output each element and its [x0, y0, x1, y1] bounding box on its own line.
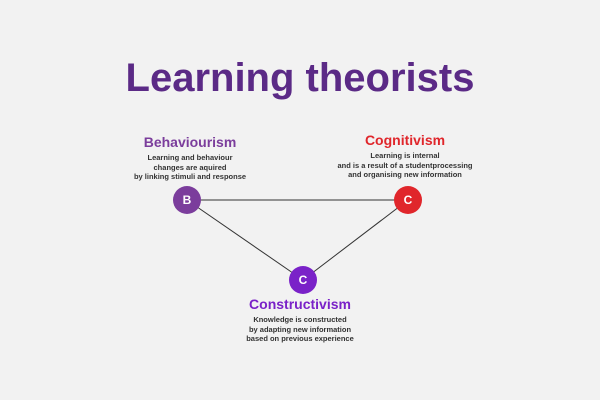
edge-behaviourism-constructivism	[186, 199, 304, 281]
theory-description-cognitivism: Learning is internal and is a result of …	[337, 151, 473, 179]
edge-cognitivism-constructivism	[302, 199, 409, 281]
theory-name-constructivism: Constructivism	[249, 296, 351, 312]
theory-behaviourism: Behaviourism Learning and behaviour chan…	[130, 134, 250, 182]
node-constructivism: C	[289, 266, 317, 294]
theory-name-behaviourism: Behaviourism	[143, 134, 237, 150]
theory-name-cognitivism: Cognitivism	[364, 132, 446, 148]
theory-constructivism: Constructivism Knowledge is constructed …	[230, 296, 370, 344]
theory-description-behaviourism: Learning and behaviour changes are aquir…	[133, 153, 247, 181]
node-behaviourism: B	[173, 186, 201, 214]
page-title: Learning theorists	[125, 56, 475, 100]
theory-cognitivism: Cognitivism Learning is internal and is …	[330, 132, 480, 180]
theory-description-constructivism: Knowledge is constructed by adapting new…	[246, 315, 354, 343]
node-cognitivism: C	[394, 186, 422, 214]
